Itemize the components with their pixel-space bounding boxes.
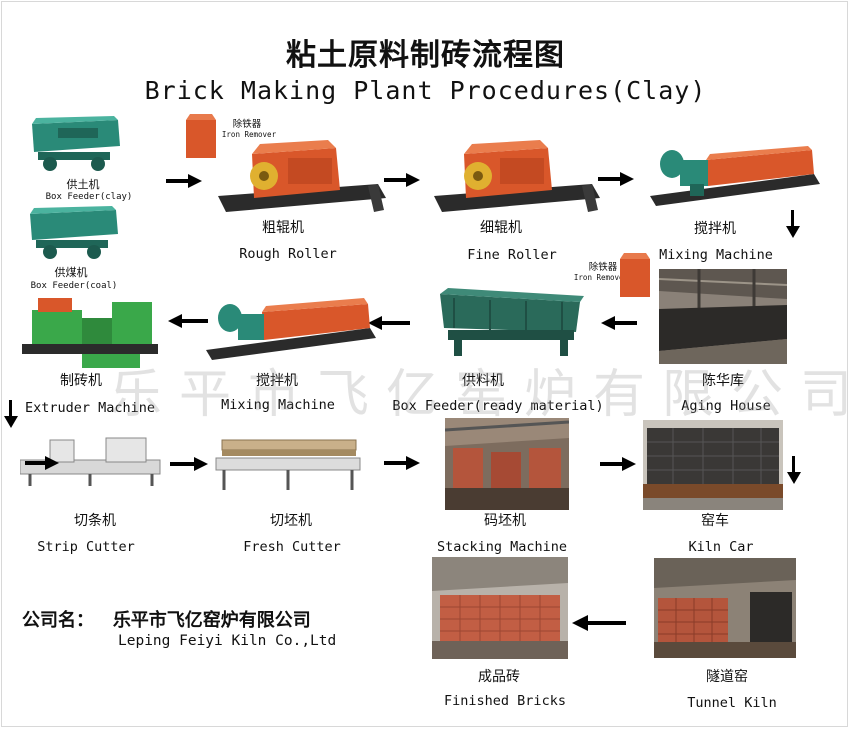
stacking-machine-en: Stacking Machine — [436, 539, 568, 555]
arrow-left-1 — [601, 316, 637, 330]
fresh-cutter-cn: 切坯机 — [270, 513, 312, 529]
box-feeder-ready-en: Box Feeder(ready material) — [392, 398, 604, 414]
iron-remover-1-en: Iron Remover — [221, 130, 277, 139]
arrow-right-7 — [600, 457, 636, 471]
finished-bricks-en: Finished Bricks — [444, 693, 566, 709]
stacking-machine-cn: 码坯机 — [484, 513, 526, 529]
finished-bricks-cn: 成品砖 — [478, 669, 520, 685]
tunnel-kiln-en: Tunnel Kiln — [687, 695, 777, 711]
arrow-right-3 — [598, 172, 634, 186]
arrow-right-6 — [384, 456, 420, 470]
fresh-cutter-image — [215, 439, 361, 490]
iron-remover-2-en: Iron Remover — [573, 273, 629, 282]
box-feeder-ready-image — [440, 288, 584, 356]
arrow-right-4 — [25, 456, 59, 470]
mixing-machine-1-cn: 搅拌机 — [694, 221, 736, 237]
box-feeder-coal-en: Box Feeder(coal) — [30, 281, 118, 291]
mixing-machine-1-en: Mixing Machine — [659, 247, 773, 263]
kiln-car-cn: 窑车 — [701, 513, 729, 529]
box-feeder-ready-cn: 供料机 — [462, 373, 504, 389]
fine-roller-cn: 细辊机 — [480, 220, 522, 236]
extruder-image — [22, 298, 158, 368]
rough-roller-image — [218, 140, 386, 212]
fine-roller-en: Fine Roller — [467, 247, 557, 263]
mixing-machine-2-cn: 搅拌机 — [256, 373, 298, 389]
arrow-left-3 — [168, 314, 208, 328]
mixing-machine-2-image — [206, 298, 376, 360]
arrow-left-2 — [368, 316, 410, 330]
company-label: 公司名： — [22, 610, 94, 631]
iron-remover-1-image — [186, 114, 216, 158]
kiln-car-photo — [643, 420, 783, 510]
title-english: Brick Making Plant Procedures(Clay) — [144, 76, 707, 105]
extruder-cn: 制砖机 — [60, 373, 102, 389]
tunnel-kiln-photo — [654, 558, 796, 658]
box-feeder-clay-en: Box Feeder(clay) — [45, 192, 133, 202]
iron-remover-1-cn: 除铁器 — [232, 119, 262, 130]
arrow-down-3 — [787, 456, 801, 484]
iron-remover-2-cn: 除铁器 — [588, 262, 618, 273]
company-name-cn-value: 乐平市飞亿窑炉有限公司 — [112, 610, 311, 631]
aging-house-photo — [659, 269, 787, 364]
box-feeder-coal-cn: 供煤机 — [54, 266, 88, 279]
box-feeder-clay-cn: 供土机 — [66, 178, 100, 191]
finished-bricks-photo — [432, 557, 568, 659]
fine-roller-image — [434, 140, 600, 212]
rough-roller-cn: 粗辊机 — [262, 220, 304, 236]
strip-cutter-cn: 切条机 — [74, 513, 116, 529]
arrow-left-4 — [572, 615, 626, 631]
aging-house-en: Aging House — [681, 398, 771, 414]
iron-remover-2-image — [620, 253, 650, 297]
extruder-en: Extruder Machine — [24, 400, 156, 416]
box-feeder-clay-image — [32, 116, 120, 171]
mixing-machine-2-en: Mixing Machine — [221, 397, 335, 413]
mixing-machine-1-image — [650, 146, 820, 206]
arrow-down-2 — [4, 400, 18, 428]
box-feeder-coal-image — [30, 206, 118, 259]
kiln-car-en: Kiln Car — [688, 539, 754, 555]
strip-cutter-en: Strip Cutter — [37, 539, 135, 555]
rough-roller-en: Rough Roller — [239, 246, 337, 262]
tunnel-kiln-cn: 隧道窑 — [706, 669, 748, 685]
arrow-right-1 — [166, 174, 202, 188]
arrow-right-5 — [170, 457, 208, 471]
aging-house-cn: 陈华库 — [702, 373, 744, 389]
company-name-cn: 公司名： 乐平市飞亿窑炉有限公司 — [22, 606, 311, 632]
fresh-cutter-en: Fresh Cutter — [243, 539, 341, 555]
company-name-en: Leping Feiyi Kiln Co.,Ltd — [118, 633, 337, 649]
stacking-machine-photo — [445, 418, 569, 510]
title-chinese: 粘土原料制砖流程图 — [286, 38, 565, 73]
arrow-down-1 — [786, 210, 800, 238]
arrow-right-2 — [384, 173, 420, 187]
